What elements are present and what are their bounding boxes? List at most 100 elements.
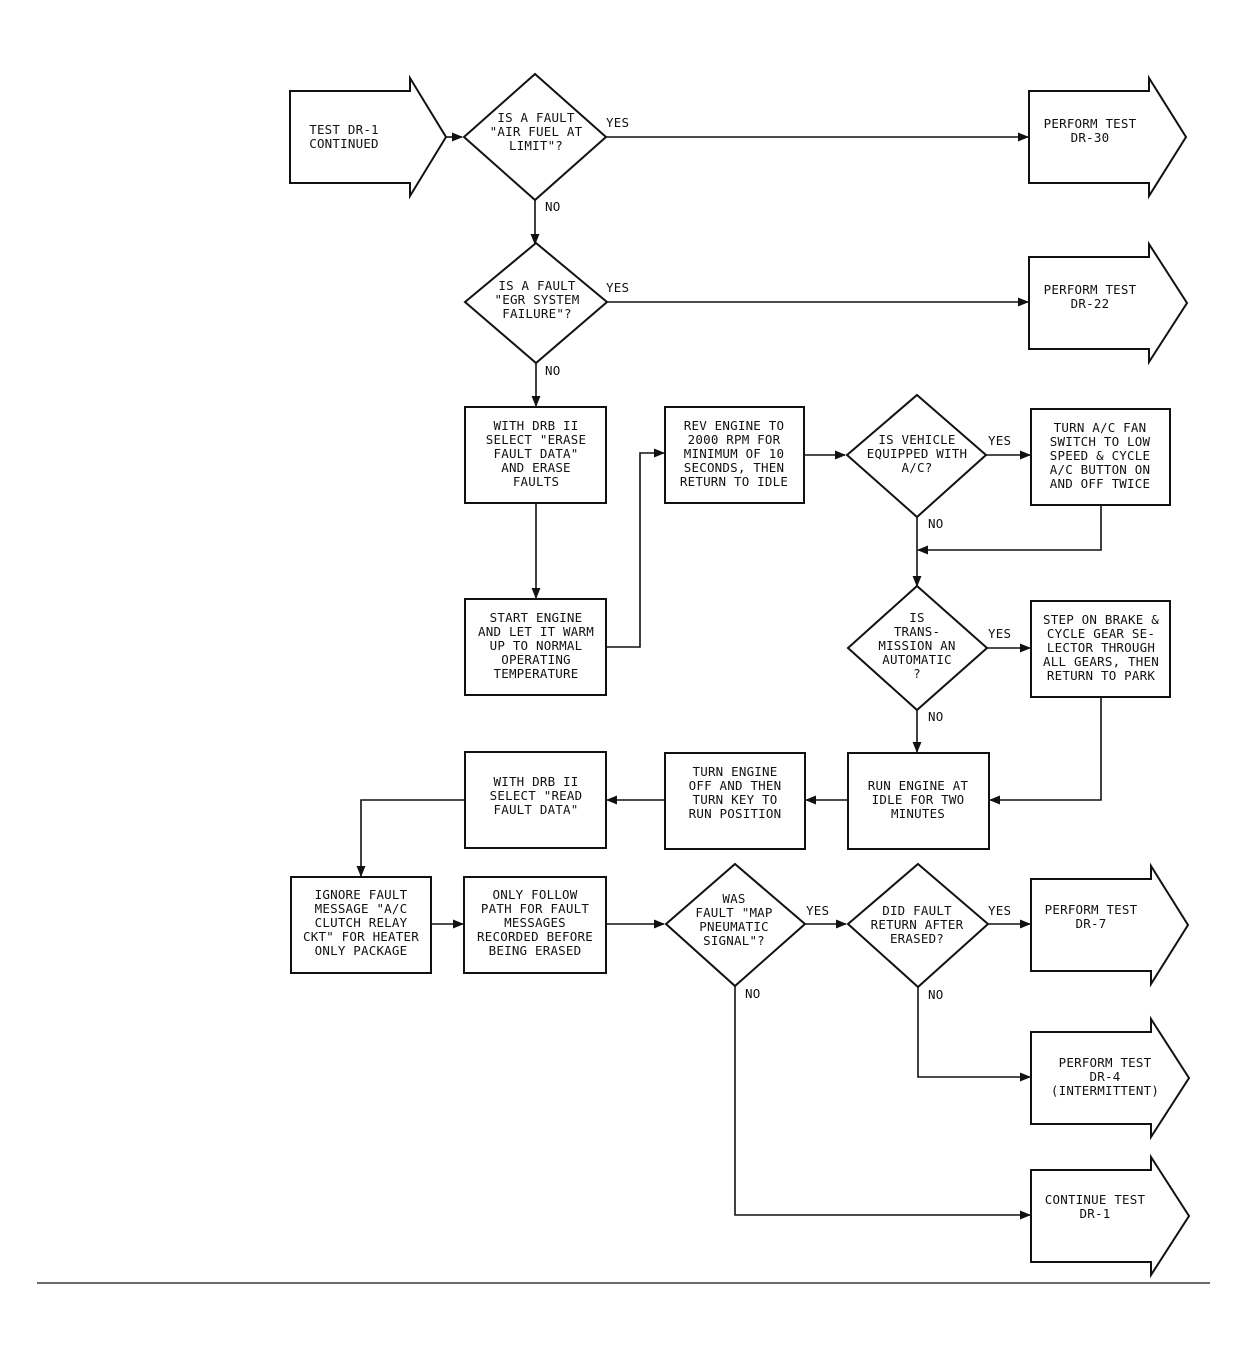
node-label-line: SIGNAL"? [703,933,765,948]
yes-label: YES [988,626,1011,641]
node-label-line: CLUTCH RELAY [315,915,408,930]
no-label: NO [928,987,943,1002]
node-label-line: LIMIT"? [509,138,563,153]
node-label-line: TURN A/C FAN [1054,420,1147,435]
node-label-line: CYCLE GEAR SE- [1047,626,1155,641]
yes-label: YES [606,280,629,295]
connector-return-no [917,987,1032,1082]
yes-label: YES [806,903,829,918]
node-label-line: TURN KEY TO [693,792,778,807]
node-label-line: PERFORM TEST [1044,282,1137,297]
no-label: NO [545,363,560,378]
node-label-line: STEP ON BRAKE & [1043,612,1159,627]
node-label-line: START ENGINE [490,610,583,625]
node-label-line: WAS [722,891,745,906]
node-label-line: DR-30 [1071,130,1110,145]
node-label-line: AND OFF TWICE [1050,476,1150,491]
box-cycle-gear-selector: STEP ON BRAKE &CYCLE GEAR SE-LECTOR THRO… [1030,600,1171,698]
node-label-line: RETURN TO IDLE [680,474,788,489]
node-label-line: TEST DR-1 [309,122,379,137]
node-label-line: FAULT DATA" [494,446,579,461]
node-label-line: MINUTES [891,806,945,821]
node-label-line: AND LET IT WARM [478,624,594,639]
node-label-line: MESSAGES [504,915,566,930]
node-label-line: ERASED? [890,931,944,946]
node-label-line: ? [913,666,921,681]
node-label-line: RUN POSITION [689,806,782,821]
node-label-line: DID FAULT [882,903,952,918]
node-label-line: ALL GEARS, THEN [1043,654,1159,669]
node-label-line: MINIMUM OF 10 [684,446,784,461]
node-label-line: AND ERASE [501,460,571,475]
node-label-line: IS A FAULT [497,110,575,125]
node-label-line: A/C BUTTON ON [1050,462,1150,477]
node-label-line: DR-1 [1080,1206,1111,1221]
node-label-line: RETURN TO PARK [1047,668,1155,683]
node-label-line: CONTINUED [309,136,379,151]
node-label-line: SECONDS, THEN [684,460,784,475]
node-label-line: CKT" FOR HEATER [303,929,419,944]
node-label-line: OPERATING [501,652,571,667]
node-label-line: MESSAGE "A/C [315,901,408,916]
yes-label: YES [606,115,629,130]
node-label-line: RETURN AFTER [871,917,964,932]
node-label-line: "AIR FUEL AT [490,124,583,139]
branch-labels: YES NO YES NO YES NO YES NO YES YES NO N… [545,115,1011,1002]
node-label-line: PNEUMATIC [699,919,769,934]
node-label-line: A/C? [902,460,933,475]
node-label-line: IGNORE FAULT [315,887,408,902]
connector-ac-fan-return [916,505,1102,555]
node-label-line: SELECT "ERASE [486,432,586,447]
node-label-line: RUN ENGINE AT [868,778,969,793]
node-label-line: WITH DRB II [494,418,579,433]
node-label-line: WITH DRB II [494,774,579,789]
node-label-line: AUTOMATIC [882,652,952,667]
connector-brake-return [988,697,1102,805]
node-label-line: OFF AND THEN [689,778,782,793]
node-label-line: BEING ERASED [489,943,582,958]
node-label-line: SWITCH TO LOW [1050,434,1151,449]
node-label-line: IS A FAULT [498,278,576,293]
node-label-line: IS [909,610,924,625]
node-label-line: ONLY PACKAGE [315,943,408,958]
node-label-line: DR-22 [1071,296,1110,311]
connector-map-no [734,986,1032,1220]
node-label-line: (INTERMITTENT) [1051,1083,1159,1098]
node-label-line: FAULTS [513,474,559,489]
node-label-line: MISSION AN [878,638,955,653]
node-label-line: FAULT "MAP [695,905,772,920]
connector-read-to-ignore [356,799,464,878]
node-label-line: TRANS- [894,624,940,639]
node-label-line: 2000 RPM FOR [688,432,781,447]
node-label-line: IS VEHICLE [878,432,955,447]
